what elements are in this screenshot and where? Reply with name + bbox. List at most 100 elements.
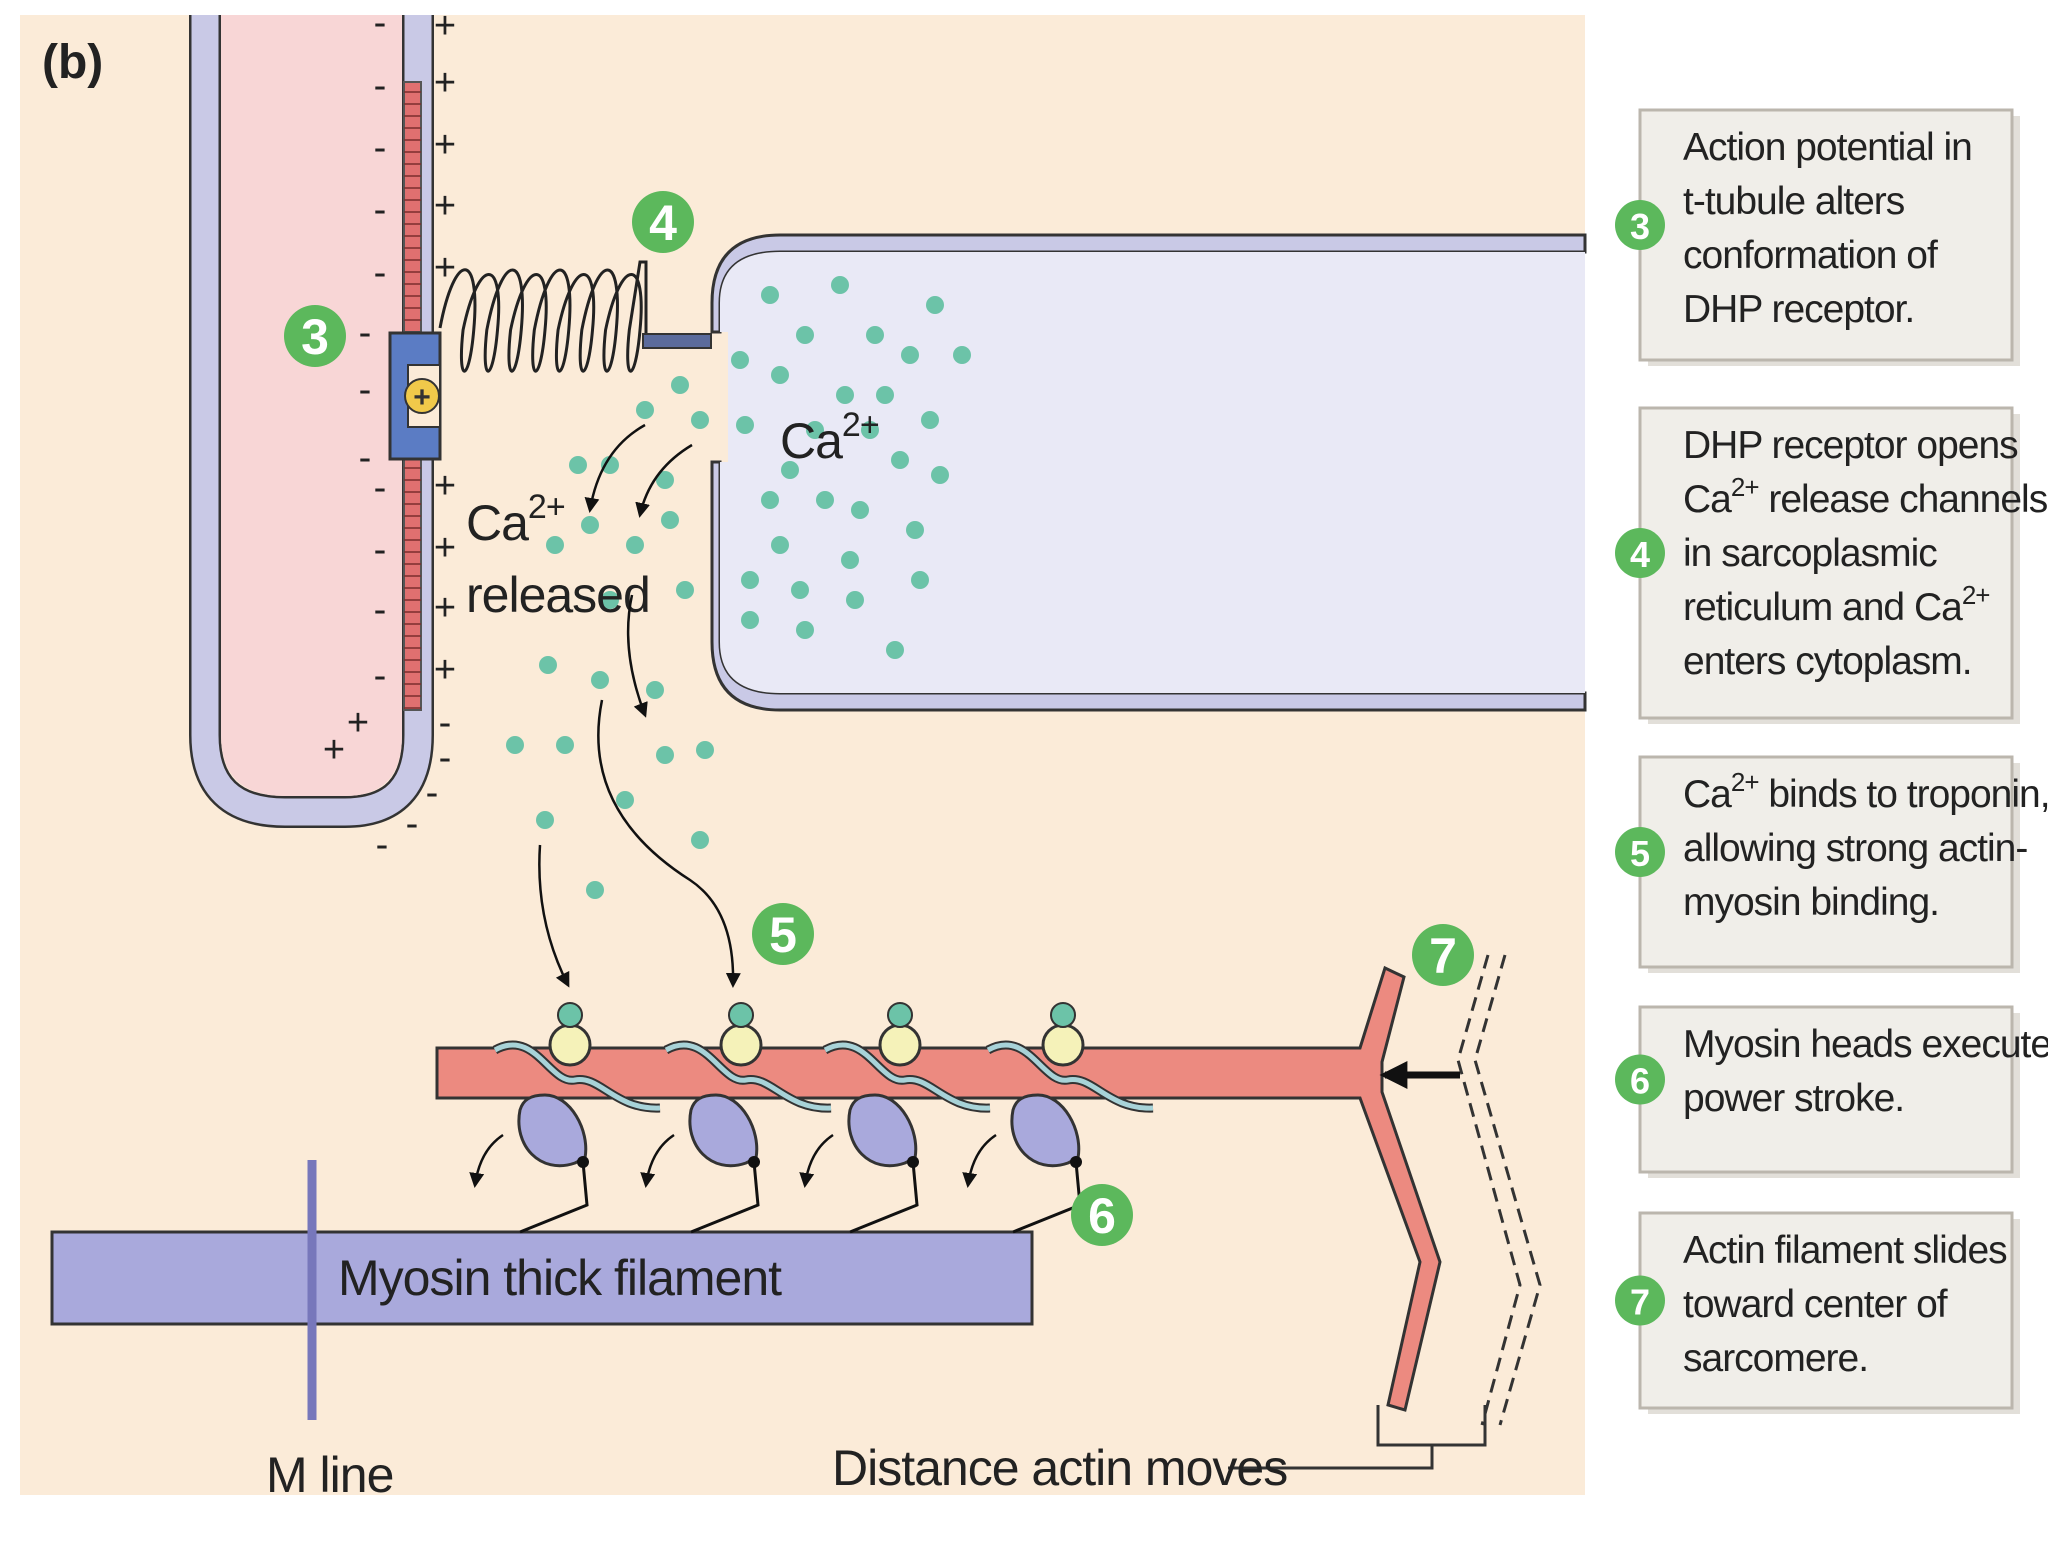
calcium-ion (841, 551, 859, 569)
actin-filament (435, 965, 1442, 1412)
step-panel-marker (1615, 1275, 1665, 1326)
calcium-ion (691, 831, 709, 849)
step-panel-number: 3 (1630, 206, 1650, 247)
plus-sign: + (347, 702, 369, 744)
power-stroke-arrow (640, 1133, 675, 1188)
step-panel-line: myosin binding. (1683, 881, 1939, 924)
step-marker-3: 3 (284, 305, 346, 367)
step-panel-6: 6 Myosin heads execute power stroke. (1615, 1005, 2048, 1178)
minus-sign: - (374, 252, 387, 294)
myosin-head (688, 1093, 759, 1168)
plus-sign: + (434, 124, 456, 166)
svg-text:4: 4 (649, 195, 677, 251)
t-tubule (189, 15, 434, 828)
plus-sign: + (434, 5, 456, 47)
step-panel-line: Myosin heads execute (1683, 1023, 2048, 1066)
minus-sign: - (374, 65, 387, 107)
step-panel-line: in sarcoplasmic (1683, 532, 1937, 575)
calcium-ion (796, 326, 814, 344)
bound-calcium (887, 1002, 913, 1028)
calcium-ion (866, 326, 884, 344)
step-panel-line: sarcomere. (1683, 1337, 1868, 1380)
calcium-ion (661, 511, 679, 529)
released-label: released (466, 567, 650, 623)
calcium-ion (556, 736, 574, 754)
step-panel-number: 4 (1630, 534, 1650, 575)
power-stroke-arrow (469, 1133, 504, 1188)
myosin-neck (849, 1161, 919, 1234)
calcium-ion (696, 741, 714, 759)
ca-release-channel (642, 333, 712, 349)
step-panel-line: power stroke. (1683, 1077, 1904, 1120)
minus-sign: - (439, 737, 452, 779)
receptor-charge-icon (404, 378, 440, 414)
calcium-ion (791, 581, 809, 599)
step-panel-marker (1615, 827, 1665, 877)
step-panel-line: conformation of (1683, 234, 1938, 277)
minus-sign: - (374, 127, 387, 169)
calcium-ion (601, 456, 619, 474)
bound-calcium (728, 1002, 754, 1028)
calcium-ion (771, 366, 789, 384)
plus-sign: + (434, 62, 456, 104)
svg-text:3: 3 (301, 309, 329, 365)
calcium-ion (586, 881, 604, 899)
minus-sign: - (374, 529, 387, 571)
cross-bridge (469, 1002, 661, 1234)
membrane-charge-signs: ------------+++++++++++----- (323, 2, 456, 866)
distance-bracket (1228, 1405, 1487, 1470)
step-panel-number: 7 (1630, 1282, 1650, 1323)
calcium-ion (656, 471, 674, 489)
myosin-head (517, 1093, 588, 1168)
power-stroke-arrow (962, 1133, 997, 1188)
minus-sign: - (374, 2, 387, 44)
step-panel-line: enters cytoplasm. (1683, 640, 1972, 683)
step-panel-line: t-tubule alters (1683, 180, 1905, 223)
step-panel-7: 7 Actin filament slides toward center of sa… (1615, 1211, 2020, 1414)
calcium-ion (601, 591, 619, 609)
step-panel-line: Ca2+ release channels (1683, 472, 2048, 521)
calcium-ion (846, 591, 864, 609)
calcium-ion (861, 421, 879, 439)
calcium-ion (921, 411, 939, 429)
step-panel-number: 6 (1630, 1061, 1650, 1102)
release-arrows (538, 423, 741, 988)
z-line-original-position (1456, 954, 1542, 1426)
step-panel-line: Actin filament slides (1683, 1229, 2007, 1272)
step-panel-line: Ca2+ binds to troponin, (1683, 767, 2048, 816)
calcium-ion (581, 516, 599, 534)
calcium-ion (569, 456, 587, 474)
minus-sign: - (374, 189, 387, 231)
power-stroke-arrow (799, 1133, 834, 1188)
calcium-ion (771, 536, 789, 554)
calcium-ion (741, 571, 759, 589)
calcium-ion (806, 421, 824, 439)
calcium-ion (671, 376, 689, 394)
calcium-ion (901, 346, 919, 364)
cross-bridge (799, 1002, 991, 1234)
step-panel-line: reticulum and Ca2+ (1683, 580, 1989, 629)
step-panel-line: DHP receptor opens (1683, 424, 2018, 467)
calcium-ion (816, 491, 834, 509)
distance-label: Distance actin moves (832, 1440, 1287, 1496)
myosin-thick-filament (50, 1230, 1034, 1326)
minus-sign: - (374, 467, 387, 509)
calcium-ion (736, 416, 754, 434)
svg-text:7: 7 (1429, 928, 1457, 984)
minus-sign: - (406, 803, 419, 845)
plus-sign: + (434, 587, 456, 629)
calcium-ion (506, 736, 524, 754)
minus-sign: - (426, 772, 439, 814)
svg-text:5: 5 (769, 907, 797, 963)
calcium-ion (741, 611, 759, 629)
troponin (548, 1023, 592, 1067)
calcium-ion (656, 746, 674, 764)
calcium-ion (761, 491, 779, 509)
calcium-ion (931, 466, 949, 484)
step-panel-line: toward center of (1683, 1283, 1948, 1326)
calcium-ion (591, 671, 609, 689)
calcium-ion (953, 346, 971, 364)
